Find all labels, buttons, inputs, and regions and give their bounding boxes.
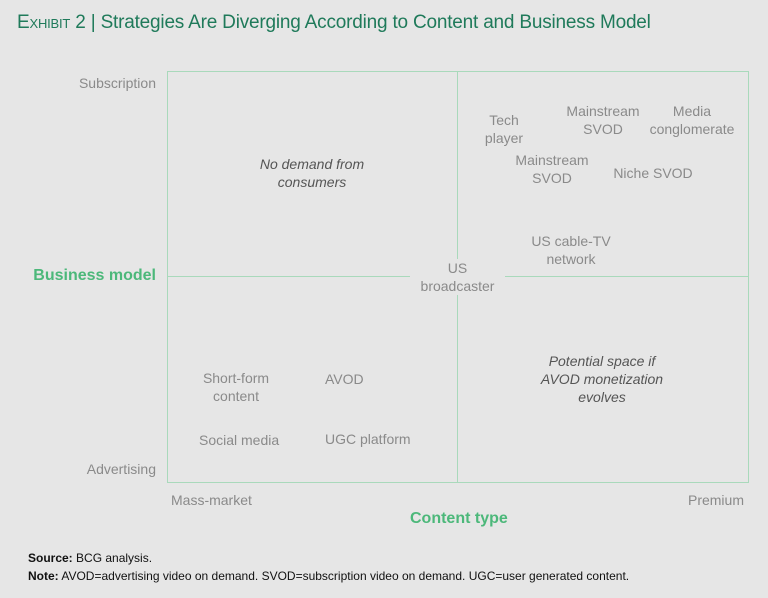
mainstream-svod-2-line: Mainstream [515, 152, 589, 168]
title-text: Strategies Are Diverging According to Co… [100, 12, 651, 33]
tech-player: Tech player [474, 111, 534, 147]
us-cable-tv-network-line: US cable-TV [531, 233, 611, 249]
source-label: Source: [28, 551, 73, 565]
no-demand-note-line: No demand from [259, 156, 365, 172]
exhibit-number: Exhibit 2 [17, 12, 86, 33]
y-axis-label: Business model [33, 267, 156, 284]
niche-svod: Niche SVOD [613, 165, 693, 181]
no-demand-note-line: consumers [277, 174, 347, 190]
y-top-label: Subscription [78, 75, 156, 91]
media-conglomerate-line: Media [672, 103, 712, 119]
media-conglomerate: Media conglomerate [642, 102, 742, 138]
mainstream-svod-1-line: Mainstream [566, 103, 640, 119]
note-label: Note: [28, 569, 59, 583]
social-media: Social media [199, 432, 280, 448]
exhibit-title: Exhibit 2 | Strategies Are Diverging Acc… [17, 12, 651, 34]
short-form-content-line: Short-form [202, 370, 270, 386]
x-axis-label: Content type [410, 510, 508, 527]
short-form-content: Short-form content [186, 369, 286, 405]
source-text: BCG analysis. [72, 551, 153, 565]
tech-player-line: Tech [489, 112, 519, 128]
ugc-platform: UGC platform [325, 431, 411, 447]
note-text: AVOD=advertising video on demand. SVOD=s… [58, 569, 630, 583]
y-bottom-label: Advertising [86, 461, 156, 477]
potential-space-note-line: evolves [578, 389, 626, 405]
us-cable-tv-network-line: network [546, 251, 596, 267]
note-line: Note: AVOD=advertising video on demand. … [28, 569, 629, 583]
media-conglomerate-line: conglomerate [649, 121, 735, 137]
potential-space-note-line: Potential space if [548, 353, 656, 369]
us-cable-tv-network: US cable-TV network [521, 232, 621, 268]
matrix-frame [167, 71, 749, 483]
x-right-label: Premium [687, 492, 744, 508]
us-broadcaster: US broadcaster [410, 259, 505, 295]
mainstream-svod-2-line: SVOD [532, 170, 572, 186]
potential-space-note-line: AVOD monetization [540, 371, 664, 387]
avod: AVOD [325, 371, 364, 387]
tech-player-line: player [484, 130, 524, 146]
x-left-label: Mass-market [171, 492, 252, 508]
us-broadcaster-line: broadcaster [420, 278, 495, 294]
mainstream-svod-1-line: SVOD [583, 121, 623, 137]
potential-space-note: Potential space if AVOD monetization evolv… [522, 352, 682, 406]
title-separator: | [90, 12, 96, 33]
short-form-content-line: content [213, 388, 259, 404]
source-line: Source: BCG analysis. [28, 551, 152, 565]
no-demand-note: No demand from consumers [232, 155, 392, 191]
us-broadcaster-line: US [447, 260, 468, 276]
